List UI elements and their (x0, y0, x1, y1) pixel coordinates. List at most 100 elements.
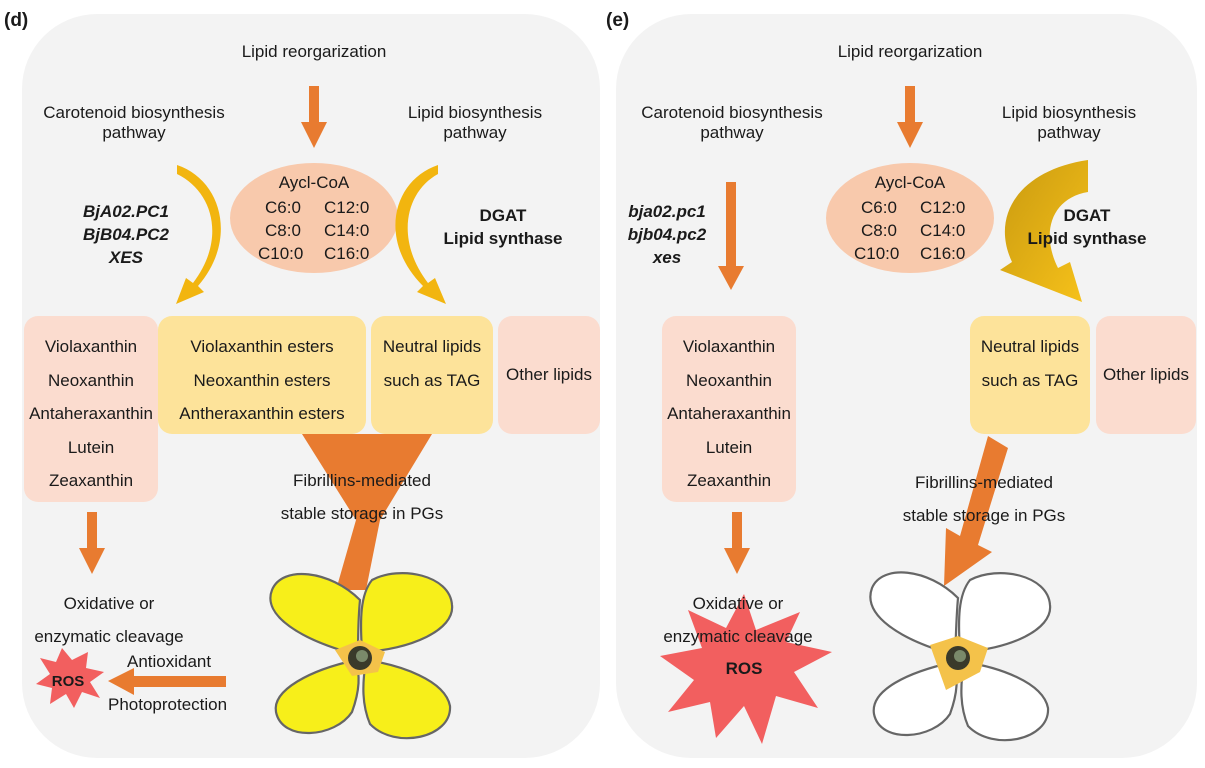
ros-star-e (660, 594, 832, 744)
neutral-lipid-line: such as TAG (383, 370, 481, 390)
ester-list-d: Violaxanthin esters Neoxanthin esters An… (158, 330, 366, 431)
acyl-species-d: C8:0 (265, 221, 301, 240)
neutral-lipid-line: such as TAG (981, 370, 1079, 390)
oxidative-line: Oxidative or (63, 594, 155, 613)
lipid-pathway-line-2: pathway (443, 123, 507, 142)
oxidative-line: enzymatic cleavage (34, 627, 184, 646)
xanthophyll-item: Lutein (67, 437, 115, 457)
acyl-species-d: C6:0 (265, 198, 301, 217)
lipid-reorg-label-e: Lipid reorgarization (837, 42, 983, 61)
xanthophyll-item: Zeaxanthin (48, 471, 134, 491)
carotenoid-pathway-line-2: pathway (700, 123, 764, 142)
oxidative-line: enzymatic cleavage (663, 627, 813, 646)
acyl-species-d: C16:0 (324, 244, 370, 263)
enzyme-list-e: DGAT Lipid synthase (1012, 204, 1162, 250)
yellow-flower (269, 572, 454, 740)
acyl-species-d: C12:0 (324, 198, 370, 217)
other-lipids-e: Other lipids (1103, 365, 1189, 384)
enzyme-label: Lipid synthase (1027, 229, 1147, 248)
carotenoid-pathway-line-2: pathway (102, 123, 166, 142)
carotenoid-curved-arrow-d (176, 165, 221, 304)
fibrillins-line: stable storage in PGs (280, 504, 444, 523)
ros-label-d: ROS (51, 673, 85, 690)
lipid-reorg-label-d: Lipid reorgarization (241, 42, 387, 61)
acyl-coa-title-e: Aycl-CoA (874, 173, 946, 192)
antioxidant-label: Antioxidant (127, 652, 212, 671)
lipid-pathway-label-e: Lipid biosynthesis pathway (979, 103, 1159, 143)
xanthophyll-list-d: Violaxanthin Neoxanthin Antaheraxanthin … (24, 330, 158, 498)
gene-list-d: BjA02.PC1 BjB04.PC2 XES (66, 200, 186, 269)
acyl-coa-oval-e (826, 163, 994, 273)
neutral-lipid-box-d (371, 316, 493, 434)
other-lipid-box-e (1096, 316, 1196, 434)
xanthophyll-item: Antaheraxanthin (667, 404, 791, 424)
flower-center-e (930, 636, 988, 690)
lipid-pathway-line-1: Lipid biosynthesis (1001, 103, 1137, 122)
xanthophyll-item: Lutein (705, 437, 753, 457)
xanthophyll-item: Zeaxanthin (686, 471, 772, 491)
fibrillins-line: Fibrillins-mediated (915, 473, 1053, 492)
enzyme-label: Lipid synthase (443, 229, 563, 248)
ester-item: Violaxanthin esters (190, 337, 334, 356)
lipid-pathway-line-2: pathway (1037, 123, 1101, 142)
ester-item: Antheraxanthin esters (179, 404, 345, 424)
oxidative-line: Oxidative or (692, 594, 784, 613)
oxidative-label-d: Oxidative or enzymatic cleavage (24, 587, 194, 653)
lipid-pathway-label-d: Lipid biosynthesis pathway (385, 103, 565, 143)
carotenoid-pathway-line-1: Carotenoid biosynthesis (43, 103, 225, 122)
neutral-lipid-box-e (970, 316, 1090, 434)
carotenoid-pathway-line-1: Carotenoid biosynthesis (641, 103, 823, 122)
acyl-species-e: C16:0 (920, 244, 966, 263)
other-lipid-box-d (498, 316, 600, 434)
lipid-pathway-line-1: Lipid biosynthesis (407, 103, 543, 122)
xanthophyll-list-e: Violaxanthin Neoxanthin Antaheraxanthin … (662, 330, 796, 498)
gene-label: bja02.pc1 (628, 202, 706, 221)
ros-star-d (36, 648, 104, 708)
panel-label-e: (e) (606, 10, 630, 31)
xanthophyll-item: Neoxanthin (685, 370, 772, 390)
enzyme-label: DGAT (1063, 206, 1111, 225)
fibrillins-label-e: Fibrillins-mediated stable storage in PG… (884, 466, 1084, 532)
fibrillins-line: Fibrillins-mediated (293, 471, 431, 490)
neutral-lipids-d: Neutral lipids such as TAG (371, 330, 493, 397)
gene-label: BjB04.PC2 (83, 225, 169, 244)
neutral-lipid-line: Neutral lipids (382, 337, 482, 356)
storage-arrow-e (944, 436, 1008, 586)
gene-label: XES (108, 248, 144, 267)
ester-item: Neoxanthin esters (193, 370, 331, 390)
cleavage-arrow-d (79, 512, 105, 574)
gene-label: BjA02.PC1 (83, 202, 169, 221)
enzyme-list-d: DGAT Lipid synthase (428, 204, 578, 250)
xanthophyll-item: Neoxanthin (47, 370, 134, 390)
lipid-curved-arrow-d (395, 165, 446, 304)
acyl-species-e: C8:0 (861, 221, 897, 240)
neutral-lipids-e: Neutral lipids such as TAG (970, 330, 1090, 397)
storage-funnel-arrow-d (302, 434, 432, 590)
acyl-species-e: C10:0 (854, 244, 900, 263)
xanthophyll-box-e (662, 316, 796, 502)
oxidative-label-e: Oxidative or enzymatic cleavage (652, 587, 824, 653)
carotenoid-arrow-e (718, 182, 744, 290)
xanthophyll-item: Antaheraxanthin (29, 404, 153, 424)
acyl-species-d: C14:0 (324, 221, 370, 240)
xanthophyll-item: Violaxanthin (682, 337, 776, 356)
reorg-arrow-e (897, 86, 923, 148)
acyl-species-e: C14:0 (920, 221, 966, 240)
fibrillins-label-d: Fibrillins-mediated stable storage in PG… (262, 464, 462, 530)
other-lipids-d: Other lipids (506, 365, 592, 384)
acyl-species-e: C12:0 (920, 198, 966, 217)
ester-box-d (158, 316, 366, 434)
flower-center-d (335, 640, 385, 676)
gene-label: xes (652, 248, 682, 267)
carotenoid-pathway-label-e: Carotenoid biosynthesis pathway (622, 103, 842, 143)
carotenoid-pathway-label-d: Carotenoid biosynthesis pathway (24, 103, 244, 143)
gene-label: bjb04.pc2 (627, 225, 707, 244)
acyl-species-e: C6:0 (861, 198, 897, 217)
antioxidant-arrow-d (108, 668, 226, 695)
gene-list-e: bja02.pc1 bjb04.pc2 xes (612, 200, 722, 269)
neutral-lipid-line: Neutral lipids (980, 337, 1080, 356)
xanthophyll-box-d (24, 316, 158, 502)
acyl-coa-title-d: Aycl-CoA (278, 173, 350, 192)
